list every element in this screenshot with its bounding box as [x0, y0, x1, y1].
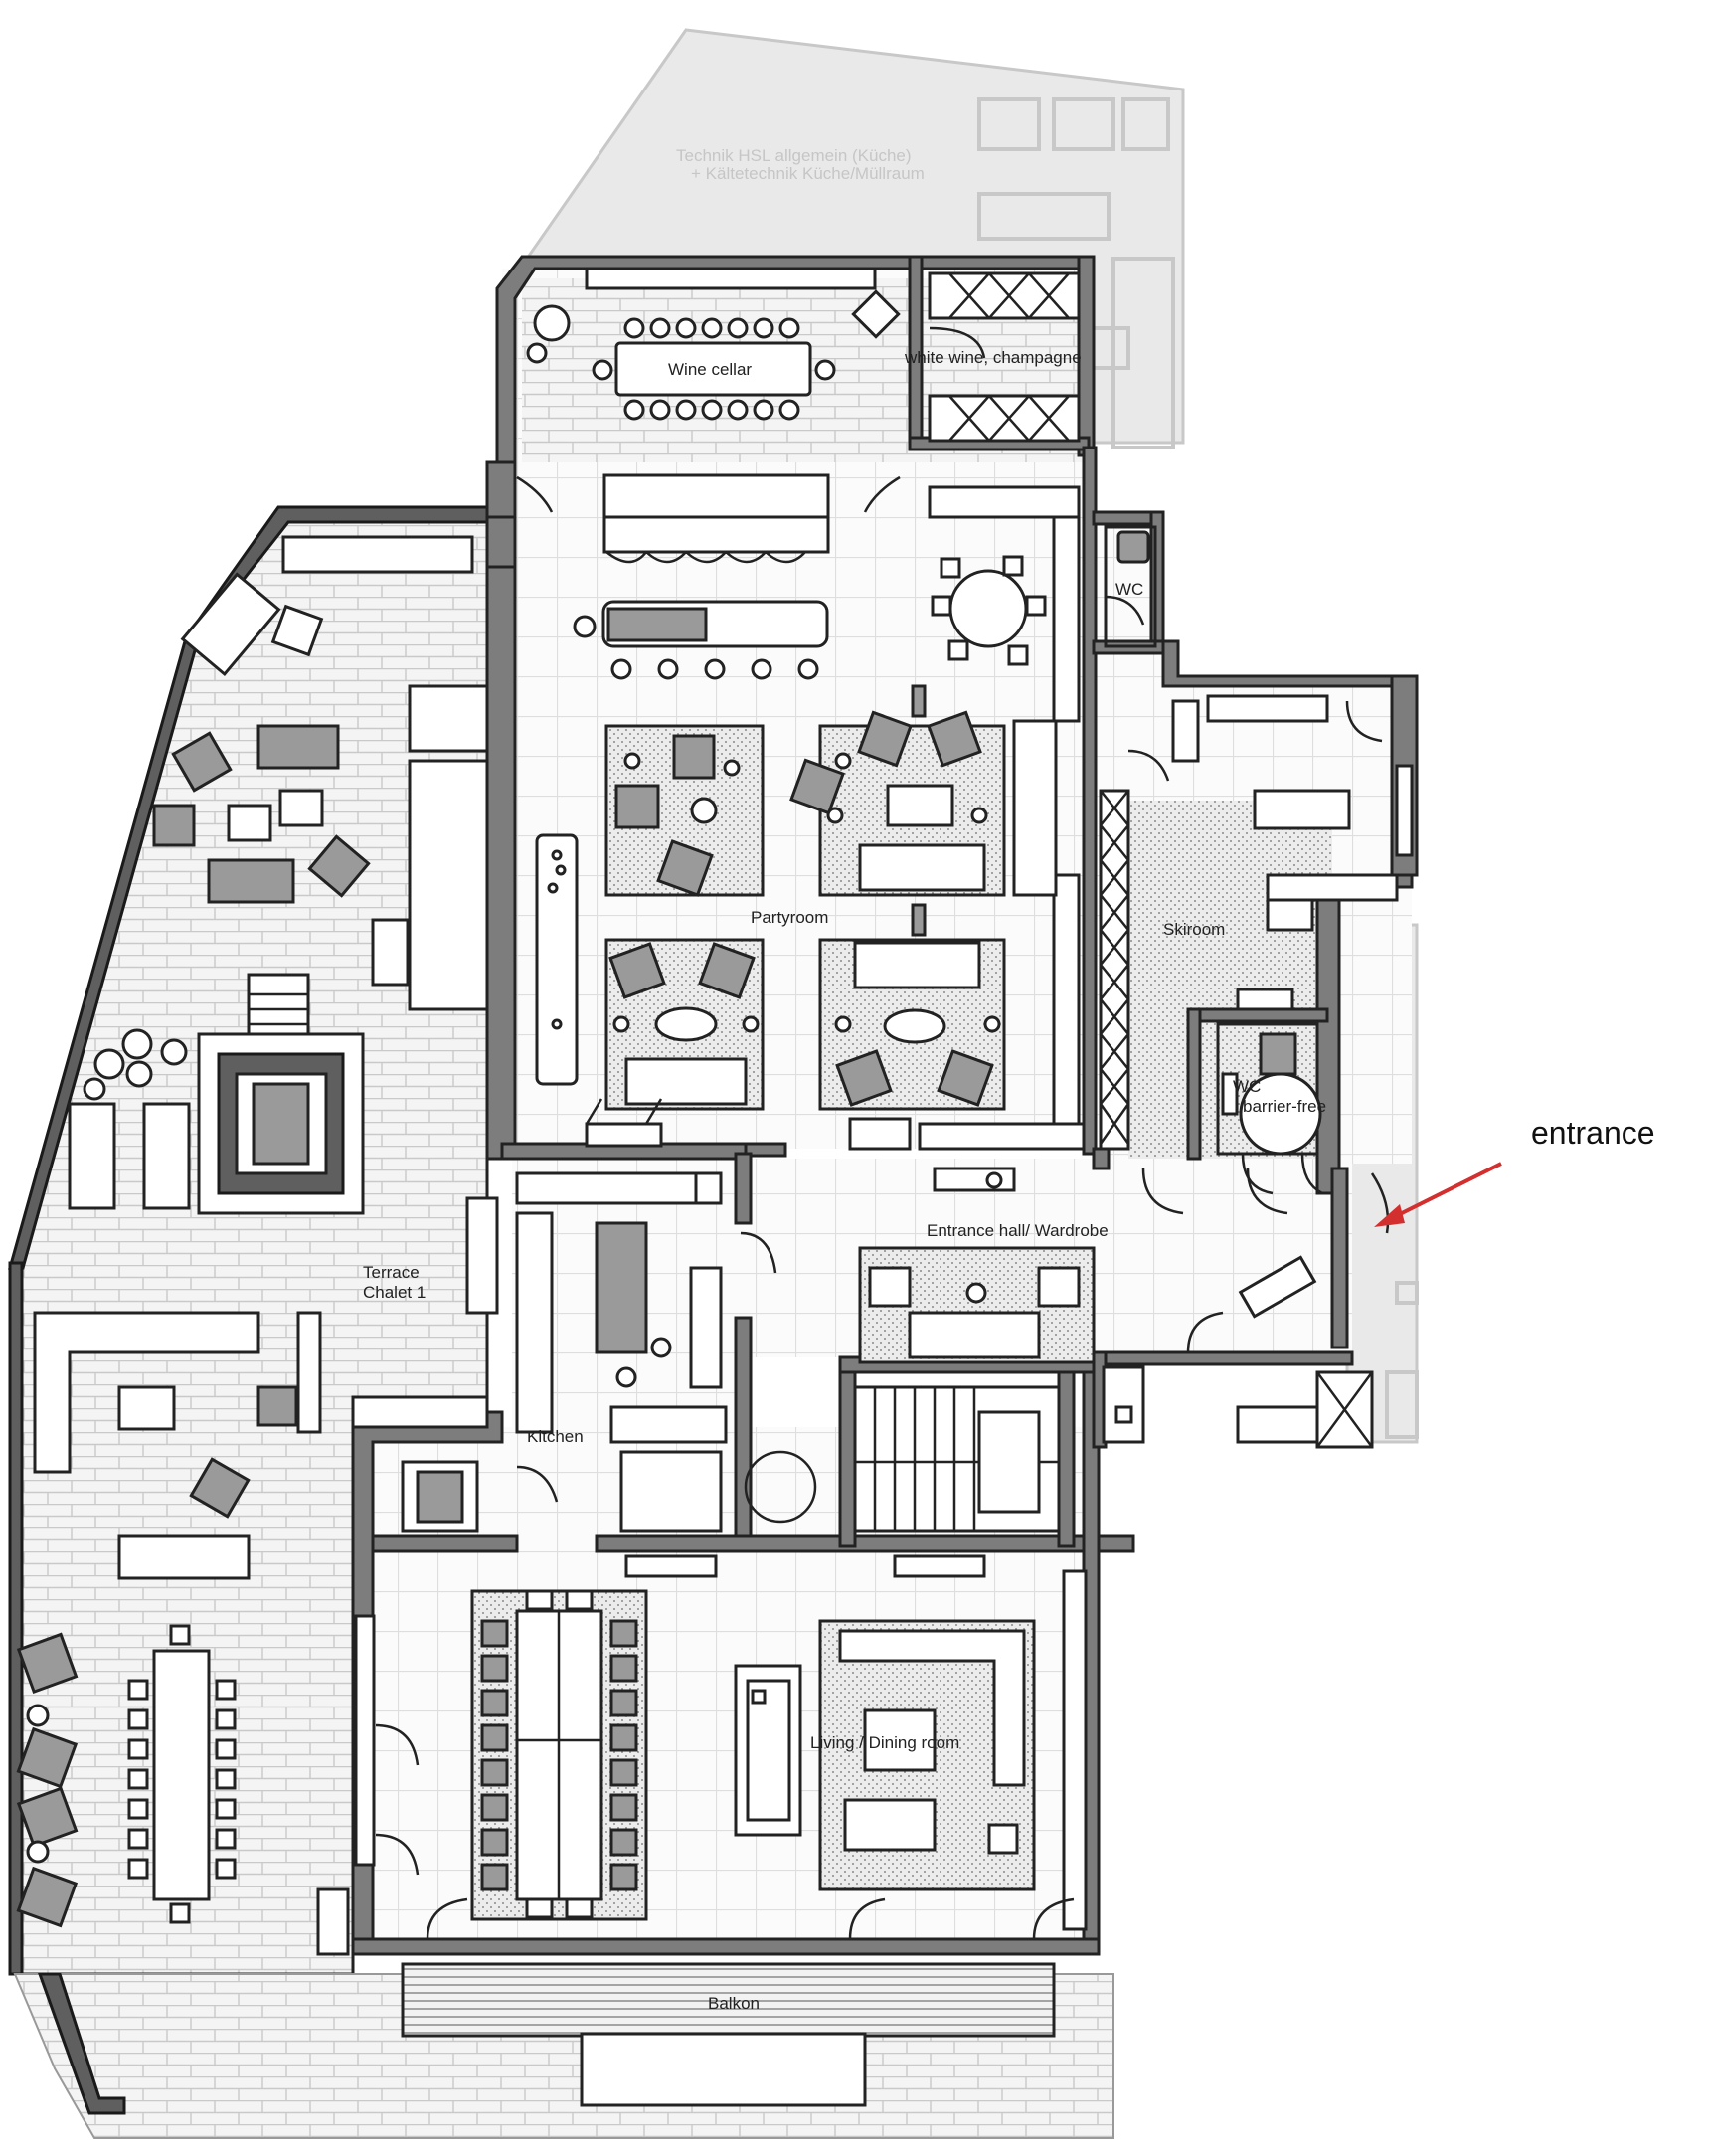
entrance-label: entrance [1531, 1115, 1655, 1151]
sunbed-1 [68, 1102, 116, 1210]
outdoor-sofa [33, 1311, 260, 1474]
entrance-hall-label: Entrance hall/ Wardrobe [927, 1221, 1109, 1240]
staircase [853, 1385, 1061, 1533]
terrace-label: Terrace [363, 1263, 420, 1282]
sunbed-2 [142, 1102, 191, 1210]
kitchen-island [619, 1450, 723, 1533]
balkon-label: Balkon [708, 1994, 760, 2013]
entrance-indicator: entrance [1374, 1115, 1655, 1227]
balkon-area: Balkon [13, 1962, 1114, 2139]
partyroom-furniture: Partyroom [516, 473, 1086, 1151]
wc-top: WC [1104, 525, 1157, 648]
wc-barrier-free: WC barrier-free [1216, 1022, 1326, 1195]
skiroom-label: Skiroom [1163, 920, 1225, 939]
walls [351, 255, 1419, 1956]
terrace-furniture: Terrace Chalet 1 [16, 535, 499, 1956]
living-label: Living / Dining room [810, 1733, 959, 1752]
technical-area: Technik HSL allgemein (Küche) + Kältetec… [524, 28, 1185, 449]
kitchen-label: Kitchen [527, 1427, 584, 1446]
dining-chairs [480, 1589, 638, 1919]
plants [83, 1028, 188, 1101]
wine-chairs [592, 317, 836, 421]
kitchen: Kitchen [401, 1171, 817, 1533]
wine-cellar-table [614, 341, 812, 397]
outdoor-chairs [127, 1624, 237, 1924]
wc-barrier-label: WC [1233, 1077, 1261, 1096]
white-wine-storage: white wine, champagne [904, 271, 1082, 443]
chalet-label: Chalet 1 [363, 1283, 426, 1302]
round-table [948, 569, 1028, 648]
wc-top-label: WC [1115, 580, 1143, 599]
technik-label-2: + Kältetechnik Küche/Müllraum [691, 164, 925, 183]
wine-cellar-furniture: Wine cellar [526, 267, 901, 421]
wine-cellar-label: Wine cellar [668, 360, 752, 379]
barrier-free-label: barrier-free [1243, 1097, 1326, 1116]
partyroom-label: Partyroom [751, 908, 828, 927]
entrance-hall: Entrance hall/ Wardrobe [858, 1167, 1390, 1449]
skiroom: Skiroom [1099, 694, 1414, 1151]
technik-label: Technik HSL allgemein (Küche) [676, 146, 912, 165]
living-dining-room: Living / Dining room [354, 1554, 1088, 1940]
white-wine-label: white wine, champagne [904, 348, 1082, 367]
entrance-arrow-icon [1391, 1162, 1502, 1220]
bar-stools [610, 658, 819, 680]
outdoor-dining-table [152, 1649, 211, 1901]
